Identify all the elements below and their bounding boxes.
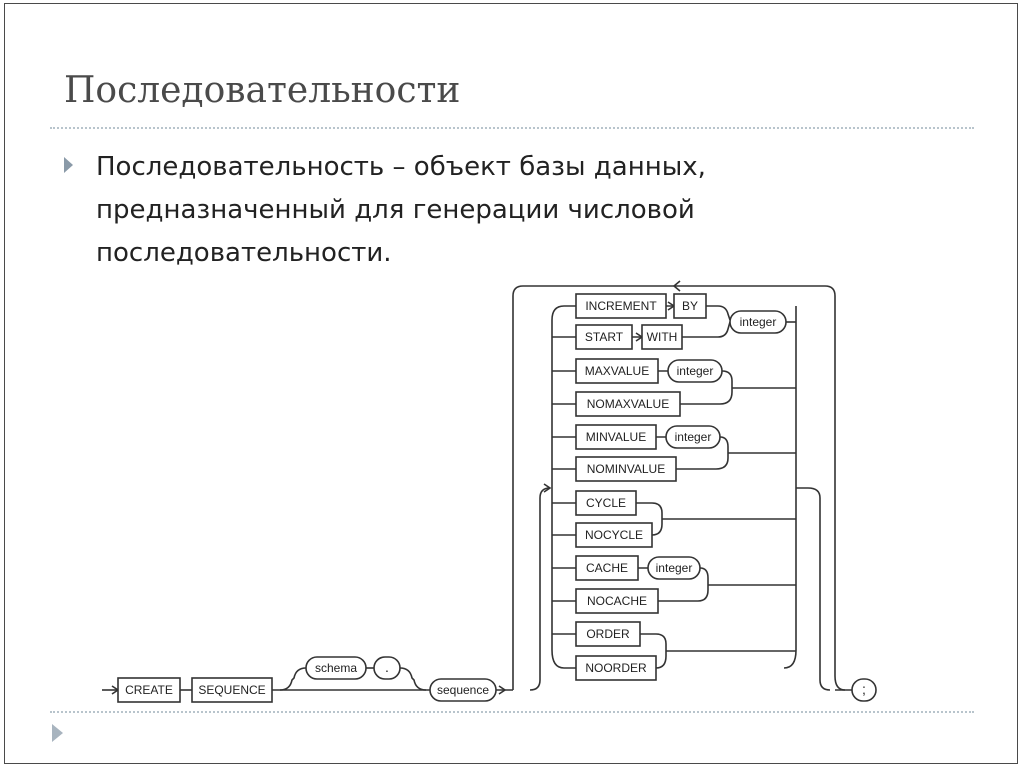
svg-text:START: START [585,330,624,344]
keyword-nomaxvalue [575,391,681,417]
svg-text:NOCYCLE: NOCYCLE [585,528,643,542]
flow-arrow-icon [498,685,507,695]
keyword-cache [575,555,639,581]
bullet-text: Последовательность – объект базы данных,… [96,152,706,268]
keyword-minvalue [575,424,657,450]
slide-title: Последовательности [64,70,461,111]
svg-text:.: . [385,659,389,675]
keyword-sequence [191,677,273,703]
param-sequence [429,678,497,702]
svg-text:BY: BY [682,299,698,313]
keyword-with [641,324,683,350]
keyword-nocache [575,588,659,614]
svg-text:integer: integer [656,561,693,575]
svg-text:integer: integer [675,430,712,444]
svg-text:SEQUENCE: SEQUENCE [198,683,265,697]
keyword-order [575,621,641,647]
footer-rule [50,711,974,713]
svg-text:integer: integer [677,364,714,378]
keyword-maxvalue [575,358,659,384]
keyword-nocycle [575,522,653,548]
param-integer-cache [647,556,701,580]
keyword-by [673,293,707,319]
keyword-cycle [575,490,637,516]
svg-text:WITH: WITH [647,330,678,344]
option-bus-left [529,487,551,691]
svg-text:INCREMENT: INCREMENT [585,299,657,313]
option-bus-right [783,306,797,669]
svg-text:NOMINVALUE: NOMINVALUE [587,462,665,476]
svg-text:NOCACHE: NOCACHE [587,594,647,608]
slide-frame [4,3,1018,764]
svg-text:MINVALUE: MINVALUE [586,430,646,444]
svg-text:NOORDER: NOORDER [585,661,647,675]
footer-triangle-icon [52,724,63,742]
param-integer-increment [729,310,787,334]
svg-text:CYCLE: CYCLE [586,496,626,510]
svg-text:ORDER: ORDER [586,627,630,641]
svg-text:sequence: sequence [437,683,489,697]
repeat-arrow-icon [672,280,681,292]
svg-text:integer: integer [740,315,777,329]
keyword-increment [575,293,667,319]
keyword-create [117,677,181,703]
keyword-nominvalue [575,456,677,482]
keyword-noorder [575,655,657,681]
svg-text:CREATE: CREATE [125,683,173,697]
repeat-loop [512,285,846,691]
param-semicolon [851,678,877,702]
svg-text:MAXVALUE: MAXVALUE [585,364,649,378]
svg-text:NOMAXVALUE: NOMAXVALUE [587,397,669,411]
svg-text:;: ; [862,681,866,697]
bullet-triangle-icon [64,157,73,173]
title-rule [50,127,974,129]
svg-text:schema: schema [315,661,357,675]
keyword-start [575,324,633,350]
param-integer-maxvalue [667,359,723,383]
param-integer-minvalue [665,425,721,449]
schema-branch [279,667,307,691]
svg-text:CACHE: CACHE [586,561,628,575]
